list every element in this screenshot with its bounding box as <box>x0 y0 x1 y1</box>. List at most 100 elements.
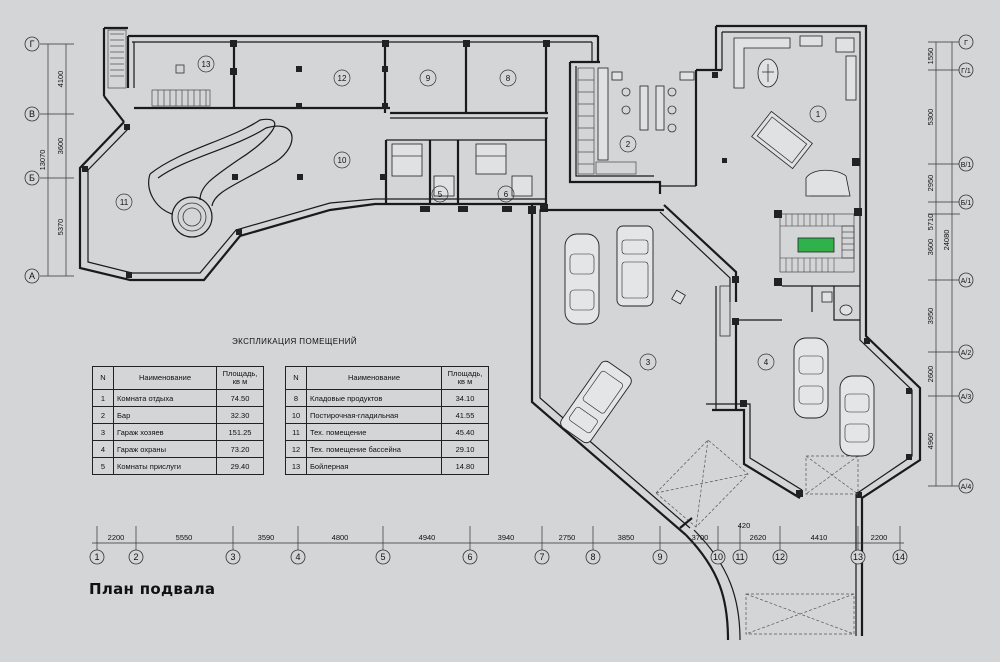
axis-label: 7 <box>539 552 544 562</box>
room-label-1: 1 <box>809 105 827 123</box>
axis-label: Г <box>30 39 35 49</box>
axis-label: 14 <box>895 552 905 562</box>
axis-label: 1 <box>94 552 99 562</box>
room-label-3: 3 <box>639 353 657 371</box>
dim-value: 2620 <box>750 533 767 542</box>
right-dimension-line: ГГ/1В/1Б/1А/1А/2А/3А/4 15505300295057103… <box>926 34 974 494</box>
room-name: Бойлерная <box>306 457 442 475</box>
axis-marker <box>958 34 974 50</box>
dim-value: 4960 <box>926 433 935 450</box>
axis-marker <box>958 194 974 210</box>
room-label-10: 10 <box>333 151 351 169</box>
axis-label: Б <box>29 173 35 183</box>
bar-walls <box>568 60 695 194</box>
row-number: 3 <box>92 423 114 441</box>
room-name: Кладовые продуктов <box>306 389 442 407</box>
axis-label: 11 <box>735 552 744 562</box>
axis-label: 6 <box>467 552 472 562</box>
col-area-header: Площадь,кв м <box>441 366 489 390</box>
row-number: 11 <box>285 423 307 441</box>
dim-value: 4940 <box>419 533 436 542</box>
axis-label: 3 <box>230 552 235 562</box>
svg-text:1: 1 <box>816 110 821 119</box>
axis-marker <box>732 549 748 565</box>
axis-label: Г <box>964 40 968 47</box>
dim-value: 4800 <box>332 533 349 542</box>
axis-marker <box>462 549 478 565</box>
axis-marker <box>892 549 908 565</box>
axis-marker <box>958 62 974 78</box>
dim-value: 3850 <box>618 533 635 542</box>
svg-text:3: 3 <box>646 358 651 367</box>
right-block-walls <box>660 24 922 636</box>
room-area: 74.50 <box>216 389 264 407</box>
room-label-4: 4 <box>757 353 775 371</box>
axis-label: 10 <box>713 552 723 562</box>
axis-label: 2 <box>133 552 138 562</box>
axis-marker <box>375 549 391 565</box>
row-number: 12 <box>285 440 307 458</box>
dim-value: 5300 <box>926 109 935 126</box>
svg-text:13: 13 <box>202 60 211 69</box>
dim-value: 3940 <box>498 533 515 542</box>
car-2 <box>616 225 654 307</box>
dim-value: 420 <box>738 521 751 530</box>
room-name: Бар <box>113 406 217 424</box>
axis-label: Б/1 <box>961 200 972 207</box>
axis-label: А/4 <box>961 484 972 491</box>
axis-marker <box>772 549 788 565</box>
row-number: 1 <box>92 389 114 407</box>
col-name-header: Наименование <box>306 366 442 390</box>
room-name: Тех. помещение бассейна <box>306 440 442 458</box>
axis-label: 8 <box>590 552 595 562</box>
dim-value: 2200 <box>871 533 888 542</box>
col-area-header: Площадь,кв м <box>216 366 264 390</box>
room-label-5: 5 <box>431 185 449 203</box>
axis-label: 12 <box>775 552 785 562</box>
axis-label: А/2 <box>961 350 972 357</box>
room-area: 29.10 <box>441 440 489 458</box>
axis-marker <box>710 549 726 565</box>
dim-value: 2200 <box>108 533 125 542</box>
svg-text:4: 4 <box>764 358 769 367</box>
dim-value: 3590 <box>258 533 275 542</box>
axis-label: В <box>29 109 35 119</box>
room-area: 151.25 <box>216 423 264 441</box>
axis-label: А/3 <box>961 394 972 401</box>
dim-value: 5370 <box>56 219 65 236</box>
car-5 <box>839 375 875 457</box>
axis-marker <box>958 272 974 288</box>
car-4 <box>793 337 829 419</box>
legend-title: ЭКСПЛИКАЦИЯ ПОМЕЩЕНИЙ <box>232 337 357 346</box>
axis-marker <box>290 549 306 565</box>
axis-marker <box>850 549 866 565</box>
axis-marker <box>958 478 974 494</box>
room-name: Тех. помещение <box>306 423 442 441</box>
car-1 <box>564 233 600 325</box>
dim-value: 1550 <box>926 48 935 65</box>
axis-marker <box>958 388 974 404</box>
svg-text:6: 6 <box>504 190 509 199</box>
axis-label: А/1 <box>961 278 972 285</box>
axis-label: 4 <box>295 552 300 562</box>
svg-text:8: 8 <box>506 74 511 83</box>
row-number: 2 <box>92 406 114 424</box>
room-label-9: 9 <box>419 69 437 87</box>
room-area: 73.20 <box>216 440 264 458</box>
dim-value: 2600 <box>926 366 935 383</box>
axis-marker <box>958 156 974 172</box>
room-label-12: 12 <box>333 69 351 87</box>
svg-text:5: 5 <box>438 190 443 199</box>
col-number-header: N <box>92 366 114 390</box>
dim-value: 2750 <box>559 533 576 542</box>
